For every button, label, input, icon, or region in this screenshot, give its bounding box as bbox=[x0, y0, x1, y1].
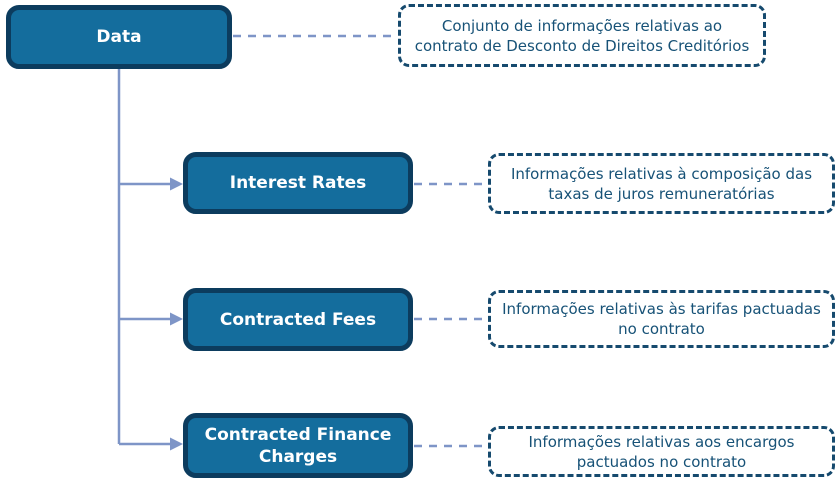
arrowhead-fees-icon bbox=[170, 312, 183, 326]
callout-data: Conjunto de informações relativas ao con… bbox=[398, 4, 766, 67]
callout-data-text: Conjunto de informações relativas ao con… bbox=[414, 16, 750, 55]
arrowhead-interest-icon bbox=[170, 177, 183, 191]
node-data: Data bbox=[6, 5, 232, 69]
node-contracted-finance-charges-label: Contracted Finance Charges bbox=[204, 424, 392, 467]
node-contracted-fees-label: Contracted Fees bbox=[219, 309, 377, 330]
arrowhead-charges-icon bbox=[170, 437, 183, 451]
node-contracted-finance-charges: Contracted Finance Charges bbox=[183, 413, 413, 478]
callout-interest-rates: Informações relativas à composição das t… bbox=[488, 153, 835, 214]
callout-contracted-finance-charges-text: Informações relativas aos encargos pactu… bbox=[528, 432, 795, 471]
callout-contracted-fees-text: Informações relativas às tarifas pactuad… bbox=[502, 300, 821, 338]
callout-contracted-finance-charges: Informações relativas aos encargos pactu… bbox=[488, 426, 835, 477]
callout-contracted-fees: Informações relativas às tarifas pactuad… bbox=[488, 290, 835, 348]
callout-interest-rates-text: Informações relativas à composição das t… bbox=[510, 164, 813, 203]
node-interest-rates-label: Interest Rates bbox=[229, 173, 367, 193]
node-data-label: Data bbox=[96, 27, 142, 47]
node-contracted-fees: Contracted Fees bbox=[183, 288, 413, 351]
node-interest-rates: Interest Rates bbox=[183, 152, 413, 214]
